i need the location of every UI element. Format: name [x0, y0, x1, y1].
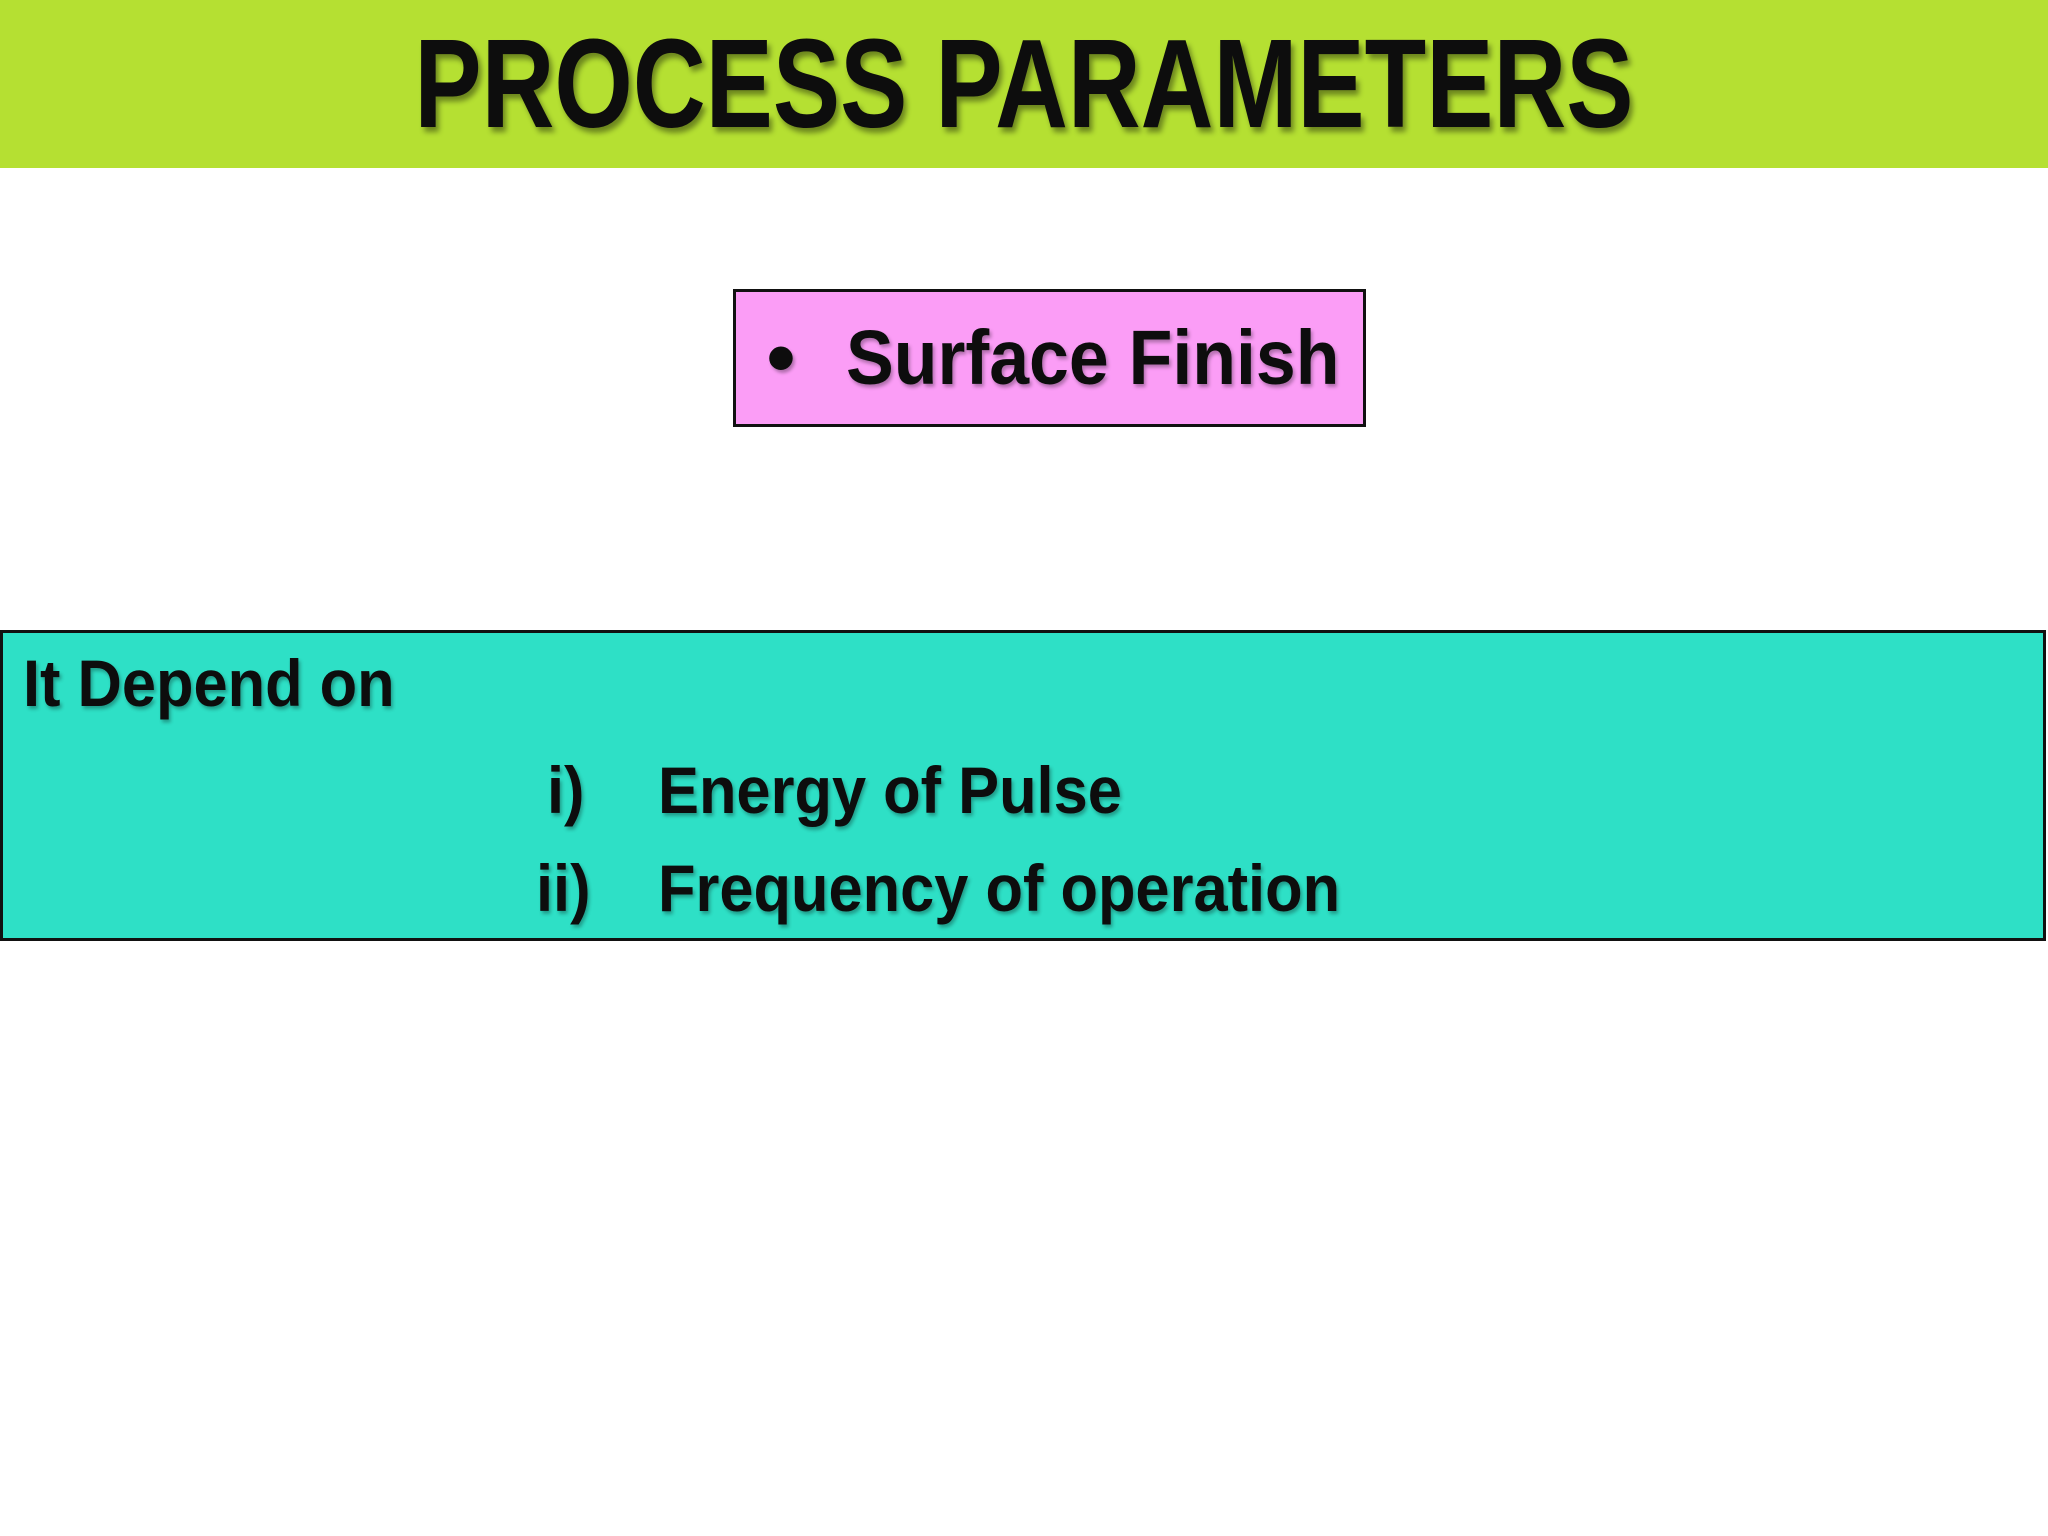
depend-item: ii) Frequency of operation [3, 849, 2043, 929]
depend-intro-text: It Depend on [23, 646, 395, 720]
depend-box: It Depend on i) Energy of Pulse ii) Freq… [0, 630, 2046, 941]
depend-item-number: i) [547, 753, 585, 827]
page-title: PROCESS PARAMETERS [414, 13, 1634, 154]
depend-item-label: Energy of Pulse [658, 753, 1122, 827]
depend-item-number: ii) [536, 851, 591, 925]
depend-item-label: Frequency of operation [658, 851, 1341, 925]
title-bar: PROCESS PARAMETERS [0, 0, 2048, 168]
bullet-icon: • [766, 312, 796, 403]
surface-finish-label: Surface Finish [846, 314, 1340, 401]
depend-item: i) Energy of Pulse [3, 751, 2043, 831]
surface-finish-box: • Surface Finish [733, 289, 1366, 427]
